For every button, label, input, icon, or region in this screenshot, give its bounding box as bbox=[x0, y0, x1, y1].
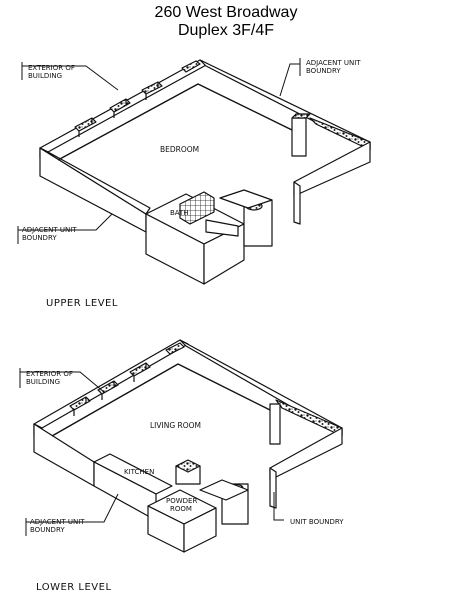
room-label-living-room: LIVING ROOM bbox=[150, 421, 201, 430]
title-unit: Duplex 3F/4F bbox=[177, 22, 275, 39]
room-label-powder-2: ROOM bbox=[170, 505, 192, 513]
upper-adjacent-top-label-2: BOUNDRY bbox=[306, 67, 341, 75]
room-label-kitchen: KITCHEN bbox=[124, 468, 154, 476]
upper-adjacent-top-label-1: ADJACENT UNIT bbox=[306, 59, 361, 67]
lower-adjacent-wall-left bbox=[33, 423, 95, 487]
title-address: 260 West Broadway bbox=[154, 4, 298, 21]
upper-bath-block bbox=[145, 189, 273, 285]
lower-exterior-label-2: BUILDING bbox=[26, 378, 60, 386]
upper-adjacent-wall-left bbox=[39, 147, 151, 233]
lower-adjacent-label-2: BOUNDRY bbox=[30, 526, 65, 534]
lower-level-label: LOWER LEVEL bbox=[36, 582, 112, 593]
room-label-bath: BATH bbox=[170, 209, 189, 217]
lower-unit-wall-top bbox=[179, 339, 343, 445]
upper-adjacent-wall-top bbox=[199, 59, 371, 157]
lower-powder-room-block bbox=[147, 459, 249, 553]
lower-exterior-label-1: EXTERIOR OF bbox=[26, 370, 73, 378]
lower-unit-boundry-label: UNIT BOUNDRY bbox=[290, 518, 344, 526]
upper-right-wall bbox=[293, 141, 371, 225]
lower-level-plan bbox=[33, 339, 343, 553]
upper-level-label: UPPER LEVEL bbox=[46, 298, 118, 309]
upper-exterior-label-2: BUILDING bbox=[28, 72, 62, 80]
room-label-powder-1: POWDER bbox=[166, 497, 197, 505]
lower-unit-boundry-wall bbox=[269, 427, 343, 509]
upper-level-plan bbox=[39, 59, 371, 285]
upper-adjacent-left-label-2: BOUNDRY bbox=[22, 234, 57, 242]
room-label-bedroom: BEDROOM bbox=[160, 145, 199, 154]
upper-exterior-label-1: EXTERIOR OF bbox=[28, 64, 75, 72]
